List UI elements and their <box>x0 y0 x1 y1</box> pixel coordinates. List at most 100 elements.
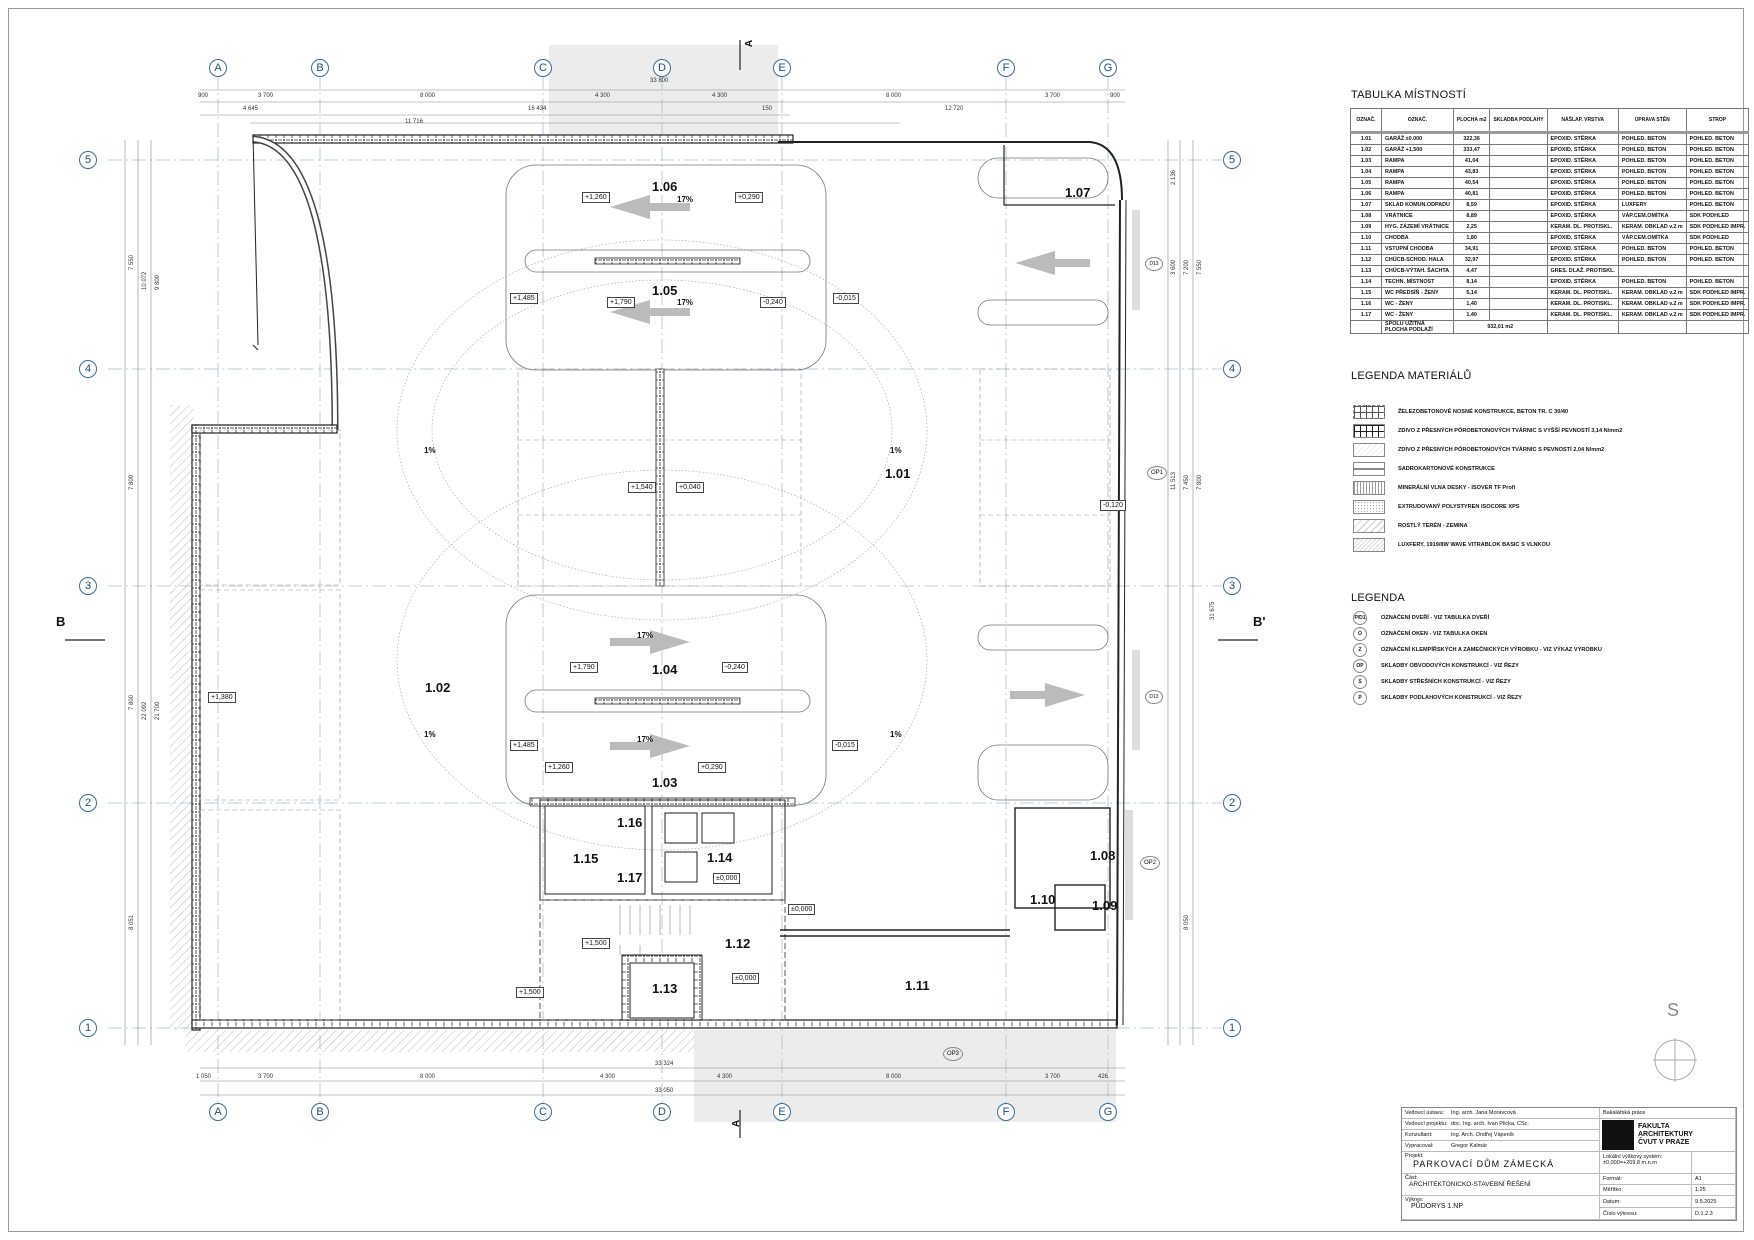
grid-bubble-bottom-b: B <box>311 1103 329 1121</box>
room-table-cell: EPOXID. STĚRKA <box>1546 232 1619 244</box>
title-block-drawing: Výkres: PŮDORYS 1.NP <box>1402 1196 1600 1220</box>
room-table-header: SKLADBA PODLAHY <box>1489 108 1548 134</box>
room-table-cell: KERAM. DL. PROTISKL. <box>1546 221 1619 233</box>
dim-left: 7 800 <box>129 474 135 490</box>
elevation-label: +1,260 <box>545 762 573 773</box>
room-table-header: STROP <box>1685 108 1750 134</box>
room-table-cell: SDK PODHLED IMPR. <box>1685 298 1750 310</box>
room-label-1-05: 1.05 <box>652 283 678 298</box>
material-swatch-icon <box>1353 481 1385 495</box>
elevation-label: +0,040 <box>676 482 704 493</box>
grid-bubble-top-b: B <box>311 59 329 77</box>
room-table-cell: POHLED. BETON <box>1685 243 1750 255</box>
number-value: D.1.2.3 <box>1692 1208 1736 1220</box>
date-label: Datum: <box>1600 1196 1692 1208</box>
room-table-cell: EPOXID. STĚRKA <box>1546 155 1619 167</box>
grid-bubble-top-f: F <box>997 59 1015 77</box>
drawing-sheet-border <box>8 8 1744 1232</box>
grid-bubble-right-3: 3 <box>1223 577 1241 595</box>
room-label-1-06: 1.06 <box>652 179 678 194</box>
elevation-label: ±0,000 <box>788 904 816 915</box>
material-legend-label: SADROKARTONOVÉ KONSTRUKCE <box>1398 466 1495 472</box>
room-table-cell <box>1489 287 1548 299</box>
dim-top-partial: 150 <box>762 106 773 112</box>
legend-label: OZNAČENÍ OKEN - VIZ TABULKA OKEN <box>1381 631 1488 637</box>
material-swatch-icon <box>1353 462 1385 476</box>
dim-left: 8 051 <box>129 914 135 930</box>
project-name: PARKOVACÍ DŮM ZÁMECKÁ <box>1413 1159 1555 1169</box>
elevation-label: -0,015 <box>833 293 859 304</box>
material-legend-item: ZDIVO Z PŘESNÝCH PÓROBETONOVÝCH TVÁRNIC … <box>1353 443 1604 457</box>
title-block-row: Vedoucí projektu:doc. Ing. arch. Ivan Pl… <box>1402 1119 1600 1130</box>
tag-door-d13: D13 <box>1145 690 1163 704</box>
room-label-1-10: 1.10 <box>1030 892 1056 907</box>
tag-door-d13: D13 <box>1145 257 1163 271</box>
section-mark-a-bottom: A <box>731 1119 743 1128</box>
room-table-cell: 40,54 <box>1452 177 1491 189</box>
room-table-cell: 1.12 <box>1350 254 1382 266</box>
room-label-1-15: 1.15 <box>573 851 599 866</box>
room-table-cell <box>1489 265 1548 277</box>
grid-bubble-top-a: A <box>209 59 227 77</box>
number-label: Číslo výkresu: <box>1600 1208 1692 1220</box>
empty-cell <box>1692 1152 1736 1174</box>
dim-bottom: 4 300 <box>600 1074 616 1080</box>
grid-bubble-right-5: 5 <box>1223 151 1241 169</box>
dim-top-partial: 4 645 <box>243 106 259 112</box>
room-table-cell: POHLED. BETON <box>1685 177 1750 189</box>
room-table-cell: 1.06 <box>1350 188 1382 200</box>
room-table-cell: 1.14 <box>1350 276 1382 288</box>
room-table-cell: 8,59 <box>1452 199 1491 211</box>
room-table-cell: EPOXID. STĚRKA <box>1546 254 1619 266</box>
room-table-cell: POHLED. BETON <box>1685 166 1750 178</box>
grid-bubble-bottom-e: E <box>773 1103 791 1121</box>
dim-right: 7 800 <box>1197 474 1203 490</box>
room-table-cell: POHLED. BETON <box>1685 254 1750 266</box>
dim-left: 9 800 <box>155 274 161 290</box>
room-table-cell <box>1489 210 1548 222</box>
material-swatch-icon <box>1353 424 1385 438</box>
room-table-cell <box>1489 221 1548 233</box>
dim-right: 7 200 <box>1184 259 1190 275</box>
room-label-1-01: 1.01 <box>885 466 911 481</box>
room-table-cell: 1.10 <box>1350 232 1382 244</box>
room-label-1-07: 1.07 <box>1065 185 1091 200</box>
room-table-cell: VÁP.CEM.OMÍTKA <box>1617 210 1687 222</box>
grid-bubble-right-4: 4 <box>1223 360 1241 378</box>
dim-right: 8 050 <box>1184 914 1190 930</box>
grid-bubble-right-1: 1 <box>1223 1019 1241 1037</box>
room-table-cell: EPOXID. STĚRKA <box>1546 177 1619 189</box>
legend-symbol-icon: OP <box>1353 659 1367 673</box>
room-table-cell: CHODBA <box>1381 232 1454 244</box>
slope-label: 1% <box>890 446 902 455</box>
slope-label: 1% <box>424 730 436 739</box>
room-table-cell <box>1489 309 1548 321</box>
section-mark-a-top: A <box>744 39 756 48</box>
scale-label: Měřítko: <box>1600 1185 1692 1196</box>
room-table-cell <box>1489 166 1548 178</box>
material-swatch-icon <box>1353 519 1385 533</box>
room-table-cell: LUXFERY <box>1617 199 1687 211</box>
room-table-cell: 1.15 <box>1350 287 1382 299</box>
dim-top-partial: 11 716 <box>405 119 423 125</box>
room-table-cell: SDK PODHLED IMPR. <box>1685 287 1750 299</box>
tag-op1: OP1 <box>1147 466 1167 480</box>
material-legend-item: SADROKARTONOVÉ KONSTRUKCE <box>1353 462 1495 476</box>
elevation-label: +1,540 <box>628 482 656 493</box>
room-table-cell <box>1617 265 1687 277</box>
grid-bubble-top-e: E <box>773 59 791 77</box>
room-table-header: NÁŠLAP. VRSTVA <box>1546 108 1619 134</box>
dim-top: 900 <box>1110 93 1121 99</box>
room-table-cell: 1,80 <box>1452 232 1491 244</box>
room-table-cell: 1.03 <box>1350 155 1382 167</box>
material-legend-label: MINERÁLNÍ VLNA DESKY - ISOVER TF Profi <box>1398 485 1516 491</box>
